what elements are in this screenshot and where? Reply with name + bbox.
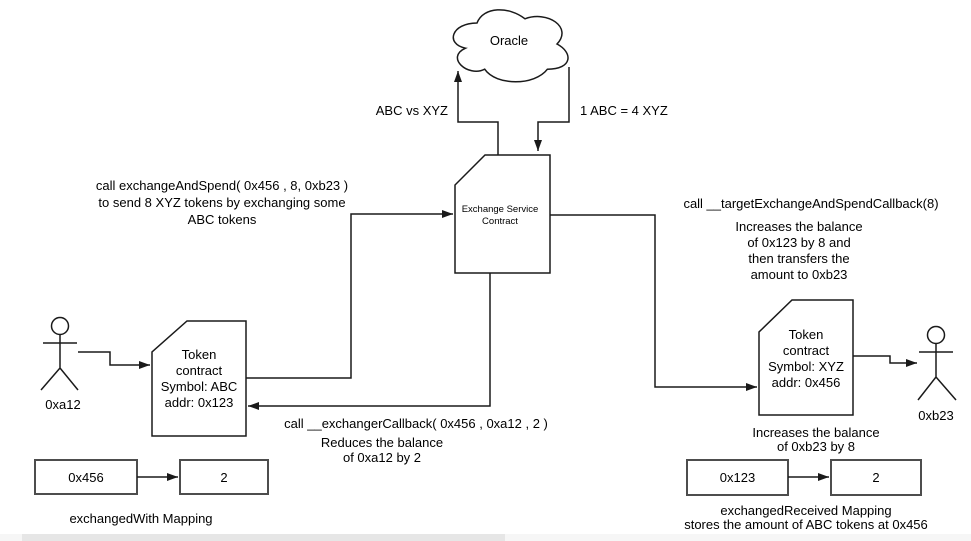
actor-sender-body — [40, 334, 79, 391]
actor-receiver-label: 0xb23 — [918, 408, 954, 423]
increases-0x123-note: Increases the balance of 0x123 by 8 and … — [735, 219, 863, 282]
oracle-rate-label: 1 ABC = 4 XYZ — [580, 103, 668, 118]
oracle-label: Oracle — [489, 33, 529, 48]
oracle-cloud-shape — [452, 9, 569, 83]
token-xyz-label: Token contract Symbol: XYZ addr: 0x456 — [768, 327, 844, 390]
mapping-right-value-box — [830, 459, 922, 496]
arrow-target-exchange-callback — [550, 214, 757, 391]
target-exchange-callback-label: call __targetExchangeAndSpendCallback(8) — [683, 196, 939, 211]
actor-receiver-figure — [917, 325, 957, 401]
token-xyz-shape — [758, 299, 854, 416]
arrow-sender-to-abc — [78, 351, 150, 369]
actor-receiver-head — [926, 325, 946, 345]
horizontal-scrollbar-track[interactable] — [0, 534, 971, 541]
mapping-left-key: 0x456 — [68, 469, 104, 485]
exchange-contract-label: Exchange Service Contract — [461, 204, 539, 227]
token-abc-shape — [151, 320, 247, 437]
actor-sender-label: 0xa12 — [45, 397, 81, 412]
arrow-oracle-rate — [534, 67, 570, 151]
mapping-left-caption: exchangedWith Mapping — [69, 511, 213, 526]
exchange-contract-shape — [454, 154, 551, 274]
actor-receiver-body — [917, 343, 957, 401]
reduces-balance-note: Reduces the balance of 0xa12 by 2 — [320, 435, 444, 465]
actor-sender-head — [50, 316, 70, 336]
exchanger-callback-label: call __exchangerCallback( 0x456 , 0xa12 … — [284, 416, 548, 431]
mapping-right-key: 0x123 — [719, 470, 756, 485]
mapping-right-value: 2 — [872, 470, 880, 485]
oracle-query-label: ABC vs XYZ — [375, 103, 448, 118]
call-exchange-and-spend-label: call exchangeAndSpend( 0x456 , 8, 0xb23 … — [95, 178, 349, 227]
mapping-right-caption: exchangedReceived Mapping stores the amo… — [684, 503, 928, 532]
increases-0xb23-note: Increases the balance of 0xb23 by 8 — [752, 425, 880, 454]
arrow-call-exchange-and-spend — [246, 210, 453, 379]
arrow-exchanger-callback — [248, 273, 491, 410]
arrow-xyz-to-receiver — [853, 355, 917, 367]
horizontal-scrollbar-thumb[interactable] — [22, 534, 505, 541]
token-abc-label: Token contract Symbol: ABC addr: 0x123 — [160, 347, 238, 410]
arrow-oracle-query — [454, 71, 499, 155]
actor-sender-figure — [40, 316, 79, 391]
mapping-left-value: 2 — [220, 469, 228, 485]
mapping-right-key-box — [686, 459, 789, 496]
mapping-left-value-box — [179, 459, 269, 495]
